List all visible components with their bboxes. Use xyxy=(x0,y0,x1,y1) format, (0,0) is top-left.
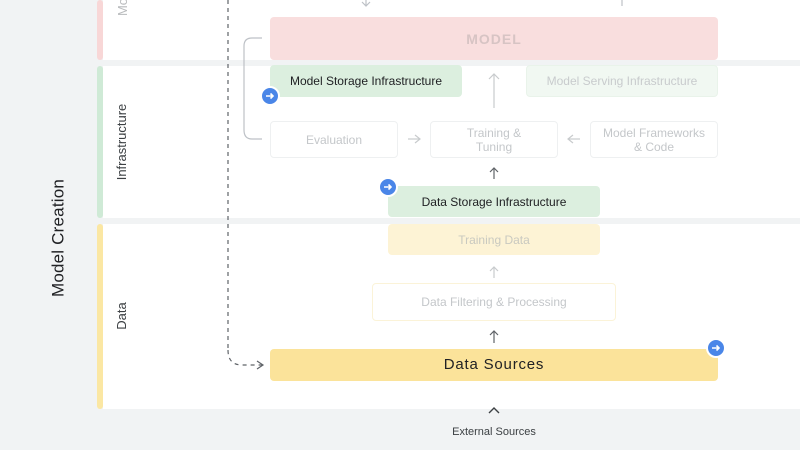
external-pointer xyxy=(474,398,514,409)
external-sources-label: External Sources xyxy=(452,426,536,438)
model-storage-box[interactable]: Model Storage Infrastructure xyxy=(270,65,462,97)
data-filtering-box[interactable]: Data Filtering & Processing xyxy=(372,283,616,321)
arrow-right-circle-icon[interactable] xyxy=(260,86,280,106)
arrow-left-icon xyxy=(567,134,580,144)
model-section-strip xyxy=(97,0,103,60)
training-data-box[interactable]: Training Data xyxy=(388,224,600,255)
arrow-up-icon xyxy=(489,167,499,179)
data-storage-box[interactable]: Data Storage Infrastructure xyxy=(388,186,600,217)
evaluation-box[interactable]: Evaluation xyxy=(270,121,398,158)
feedback-bracket xyxy=(243,37,262,140)
arrow-up-icon xyxy=(488,73,500,108)
dashed-curve xyxy=(227,349,262,366)
infrastructure-section-strip xyxy=(97,66,103,218)
model-serving-box[interactable]: Model Serving Infrastructure xyxy=(526,65,718,97)
model-box[interactable]: MODEL xyxy=(270,17,718,60)
arrow-right-circle-icon[interactable] xyxy=(706,338,726,358)
arrow-up-icon xyxy=(489,266,499,278)
training-tuning-box[interactable]: Training & Tuning xyxy=(430,121,558,158)
arrow-up-icon xyxy=(489,330,499,343)
data-sources-box[interactable]: Data Sources xyxy=(270,349,718,381)
arrow-right-circle-icon[interactable] xyxy=(378,177,398,197)
arrow-right-icon xyxy=(408,134,421,144)
data-section-strip xyxy=(97,224,103,409)
chevron-up-icon xyxy=(488,407,500,414)
model-frameworks-box[interactable]: Model Frameworks & Code xyxy=(590,121,718,158)
dashed-arrow-icon xyxy=(256,360,265,370)
arrow-down-icon xyxy=(361,0,371,7)
